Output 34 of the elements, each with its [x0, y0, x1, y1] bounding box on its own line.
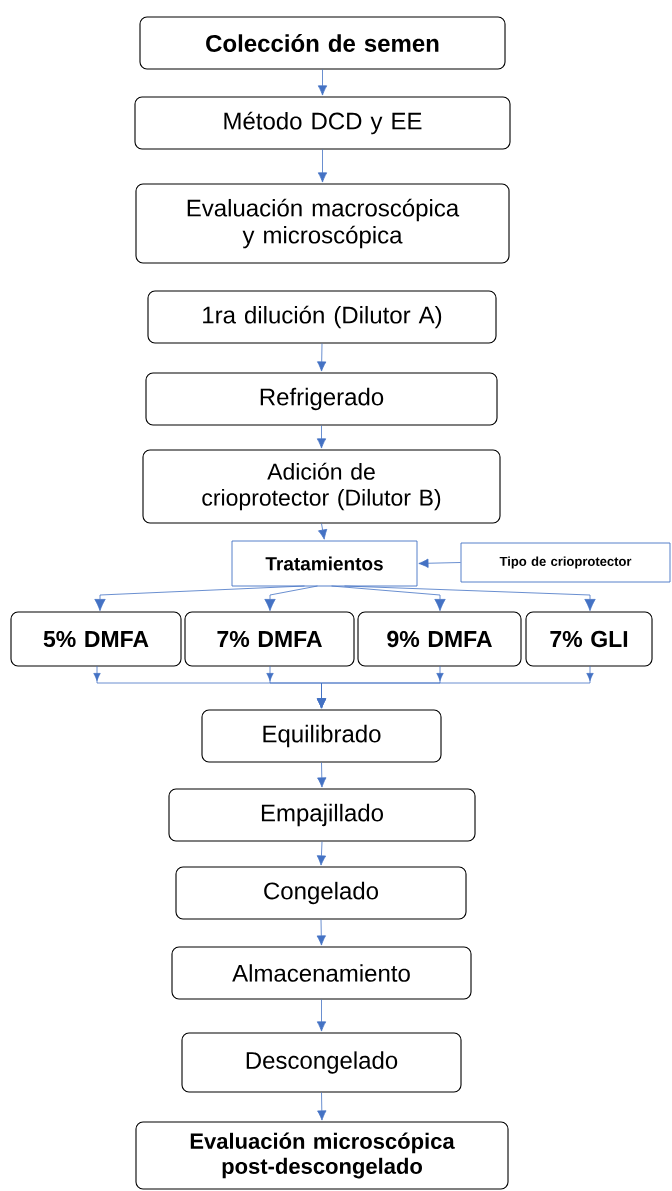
process-box: Evaluación microscópica post-descongelado [135, 1121, 509, 1190]
arrow [316, 841, 327, 866]
process-box: Tratamientos [231, 540, 418, 587]
arrow [317, 149, 328, 183]
arrow [264, 585, 318, 612]
process-box: Colección de semen [139, 16, 506, 70]
arrow [316, 665, 594, 709]
process-box: Descongelado [181, 1032, 462, 1093]
arrow [317, 1092, 327, 1121]
arrow [418, 558, 461, 568]
arrow [331, 585, 446, 612]
treatment-box: 7% DMFA [184, 611, 355, 667]
process-box: Método DCD y EE [134, 96, 511, 150]
input-box: Tipo de crioprotector [460, 542, 671, 583]
process-box: Congelado [175, 866, 467, 920]
treatment-box: 7% GLI [525, 611, 653, 667]
process-box: Adición de crioprotector (Dilutor B) [142, 449, 501, 524]
treatment-box: 9% DMFA [357, 611, 522, 667]
arrow [317, 343, 327, 372]
arrow [318, 523, 328, 540]
arrow [316, 425, 327, 449]
process-box: Evaluación macroscópica y microscópica [135, 183, 510, 264]
process-box: Almacenamiento [171, 946, 472, 1000]
treatment-box: 5% DMFA [10, 611, 182, 667]
arrow [317, 69, 328, 96]
process-box: 1ra dilución (Dilutor A) [147, 290, 497, 344]
arrow [317, 762, 327, 788]
arrow [344, 585, 596, 612]
process-box: Empajillado [168, 788, 476, 842]
arrow [316, 999, 327, 1032]
process-box: Equilibrado [201, 709, 442, 763]
arrow [94, 585, 305, 612]
arrow [316, 919, 326, 946]
process-box: Refrigerado [145, 372, 498, 426]
